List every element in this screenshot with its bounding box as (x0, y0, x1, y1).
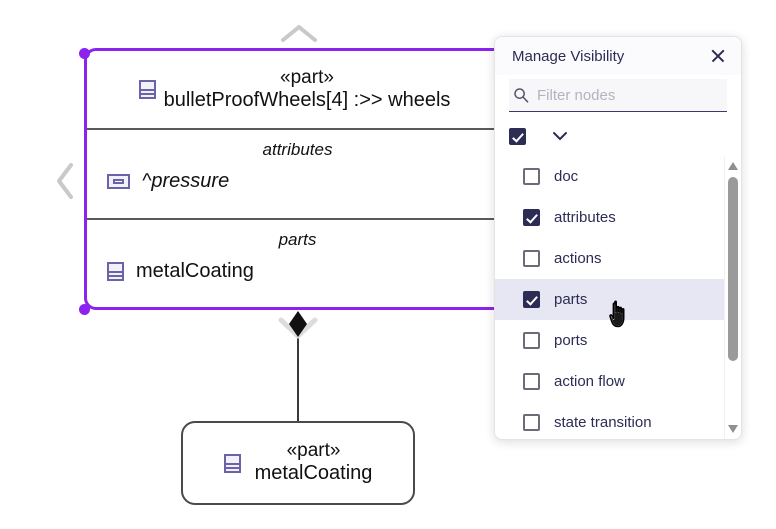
scroll-up-arrow-icon[interactable] (728, 162, 738, 170)
node-row-state-transition[interactable]: state transition (495, 402, 725, 439)
node-checkbox-state-transition[interactable] (523, 414, 540, 431)
attribute-row-pressure[interactable]: ^pressure (107, 170, 229, 193)
node-list-area[interactable]: doc attributes actions parts ports actio (495, 156, 741, 439)
node-label: actions (554, 250, 602, 267)
compartment-attributes: attributes ^pressure (87, 128, 508, 218)
part-name: bulletProofWheels[4] :>> wheels (163, 88, 451, 111)
chevron-up-icon[interactable] (280, 22, 318, 44)
scroll-down-arrow-icon[interactable] (728, 425, 738, 433)
node-checkbox-actions[interactable] (523, 250, 540, 267)
part-row-label: metalCoating (136, 260, 254, 282)
node-row-attributes[interactable]: attributes (495, 197, 725, 238)
part-node-header: «part» bulletProofWheels[4] :>> wheels (87, 51, 508, 128)
attribute-label: ^pressure (142, 170, 230, 192)
select-all-checkbox[interactable] (509, 127, 526, 145)
node-label: parts (554, 291, 588, 308)
node-row-actions[interactable]: actions (495, 238, 725, 279)
select-all-row[interactable] (495, 116, 741, 156)
manage-visibility-panel[interactable]: Manage Visibility doc attributes (494, 36, 742, 440)
node-checkbox-doc[interactable] (523, 168, 540, 185)
node-checkbox-attributes[interactable] (523, 209, 540, 226)
composition-edge-line[interactable] (297, 312, 299, 422)
node-label: ports (554, 332, 588, 349)
close-icon[interactable] (707, 45, 729, 67)
node-row-ports[interactable]: ports (495, 320, 725, 361)
chevron-down-icon[interactable] (552, 131, 568, 141)
compartment-parts-title: parts (278, 230, 317, 249)
node-row-doc[interactable]: doc (495, 156, 725, 197)
node-checkbox-ports[interactable] (523, 332, 540, 349)
composition-diamond-icon (289, 311, 307, 337)
node-checkbox-parts[interactable] (523, 291, 540, 308)
node-label: action flow (554, 373, 625, 390)
child-part-name: metalCoating (254, 462, 373, 485)
node-list[interactable]: doc attributes actions parts ports actio (495, 156, 725, 439)
part-icon (223, 453, 241, 473)
list-scrollbar[interactable] (724, 156, 741, 439)
scrollbar-thumb[interactable] (728, 177, 738, 361)
child-part-stereotype: «part» (286, 440, 341, 461)
part-icon (138, 80, 156, 99)
part-row-metalcoating[interactable]: metalCoating (107, 260, 254, 283)
panel-header: Manage Visibility (495, 37, 741, 75)
compartment-parts: parts metalCoating (87, 218, 508, 307)
filter-nodes-input[interactable] (537, 86, 736, 104)
chevron-left-icon[interactable] (54, 162, 76, 200)
part-node-bulletproofwheels[interactable]: «part» bulletProofWheels[4] :>> wheels a… (84, 48, 511, 310)
attribute-icon (107, 174, 130, 189)
compartment-attributes-title: attributes (262, 140, 333, 159)
node-row-action-flow[interactable]: action flow (495, 361, 725, 402)
node-checkbox-action-flow[interactable] (523, 373, 540, 390)
search-icon (514, 88, 529, 103)
node-label: attributes (554, 209, 616, 226)
filter-search-bar[interactable] (509, 79, 736, 112)
node-label: doc (554, 168, 579, 185)
selection-handle-bottom-left[interactable] (79, 304, 90, 315)
node-row-parts[interactable]: parts (495, 279, 725, 320)
selection-handle-top-left[interactable] (79, 48, 90, 59)
part-node-metalcoating[interactable]: «part» metalCoating (181, 421, 415, 505)
part-stereotype: «part» (280, 66, 334, 88)
part-icon (107, 262, 124, 281)
panel-title: Manage Visibility (512, 47, 625, 65)
node-label: state transition (554, 414, 652, 431)
